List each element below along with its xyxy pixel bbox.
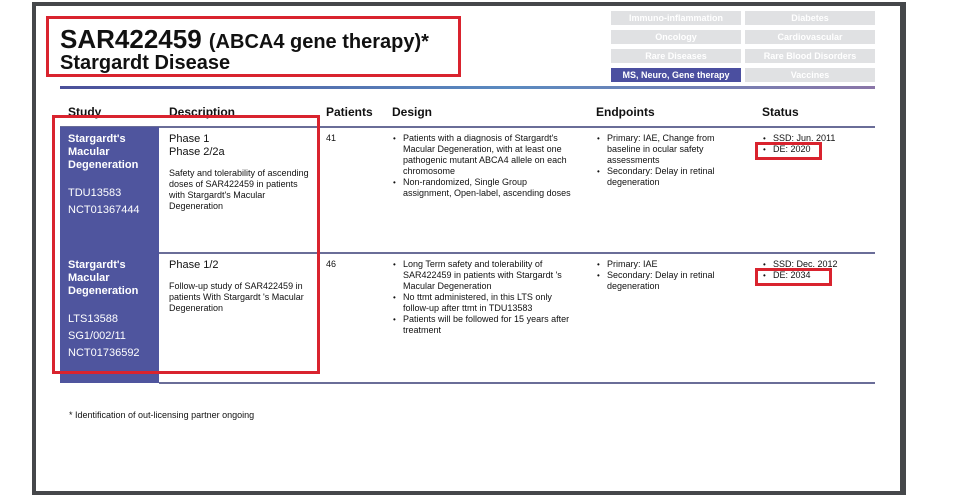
nav-cardiovascular[interactable]: Cardiovascular	[745, 30, 875, 44]
row-divider	[159, 382, 875, 384]
nav-immuno[interactable]: Immuno-inflammation	[611, 11, 741, 25]
table-row-1-design: Patients with a diagnosis of Stargardt's…	[392, 133, 577, 199]
nav-vaccines[interactable]: Vaccines	[745, 68, 875, 82]
table-row-2-endpoints: Primary: IAESecondary: Delay in retinal …	[596, 259, 736, 292]
table-row-2-design: Long Term safety and tolerability of SAR…	[392, 259, 577, 336]
table-row-2-status: SSD: Dec. 2012DE: 2034	[762, 259, 872, 281]
table-row-1-patients: 41	[326, 133, 337, 143]
nav-ms-neuro-gene[interactable]: MS, Neuro, Gene therapy	[611, 68, 741, 82]
table-row-2-study: Stargardt's Macular Degeneration LTS1358…	[68, 259, 140, 359]
nav-oncology[interactable]: Oncology	[611, 30, 741, 44]
de-2020-highlight-box	[755, 142, 822, 160]
table-row-1-description: Phase 1 Phase 2/2a Safety and tolerabili…	[169, 133, 309, 211]
table-row-1-endpoints: Primary: IAE, Change from baseline in oc…	[596, 133, 736, 188]
row-divider	[159, 252, 875, 254]
disease-title: Stargardt Disease	[60, 52, 231, 74]
nav-rare-blood[interactable]: Rare Blood Disorders	[745, 49, 875, 63]
de-2034-highlight-box	[755, 268, 832, 286]
table-row-2-patients: 46	[326, 259, 337, 269]
slide-frame	[32, 2, 906, 495]
nav-diabetes[interactable]: Diabetes	[745, 11, 875, 25]
study-column-bg	[60, 127, 159, 383]
table-row-1-status: SSD: Jun. 2011DE: 2020	[762, 133, 872, 155]
title-highlight-box	[46, 16, 461, 77]
table-row-1-study: Stargardt's Macular Degeneration TDU1358…	[68, 133, 140, 216]
study-highlight-box	[52, 115, 320, 374]
page-title: SAR422459 (ABCA4 gene therapy)*	[60, 24, 429, 55]
header-endpoints: Endpoints	[596, 105, 655, 119]
table-row-2-description: Phase 1/2 Follow-up study of SAR422459 i…	[169, 259, 304, 313]
header-status: Status	[762, 105, 799, 119]
header-design: Design	[392, 105, 433, 119]
gradient-divider	[60, 86, 875, 89]
row-divider	[60, 126, 875, 128]
drug-code: SAR422459	[60, 24, 202, 54]
footnote: * Identification of out-licensing partne…	[69, 410, 255, 420]
drug-subtitle: (ABCA4 gene therapy)*	[208, 31, 429, 53]
nav-rare-diseases[interactable]: Rare Diseases	[611, 49, 741, 63]
header-patients: Patients	[326, 105, 373, 119]
